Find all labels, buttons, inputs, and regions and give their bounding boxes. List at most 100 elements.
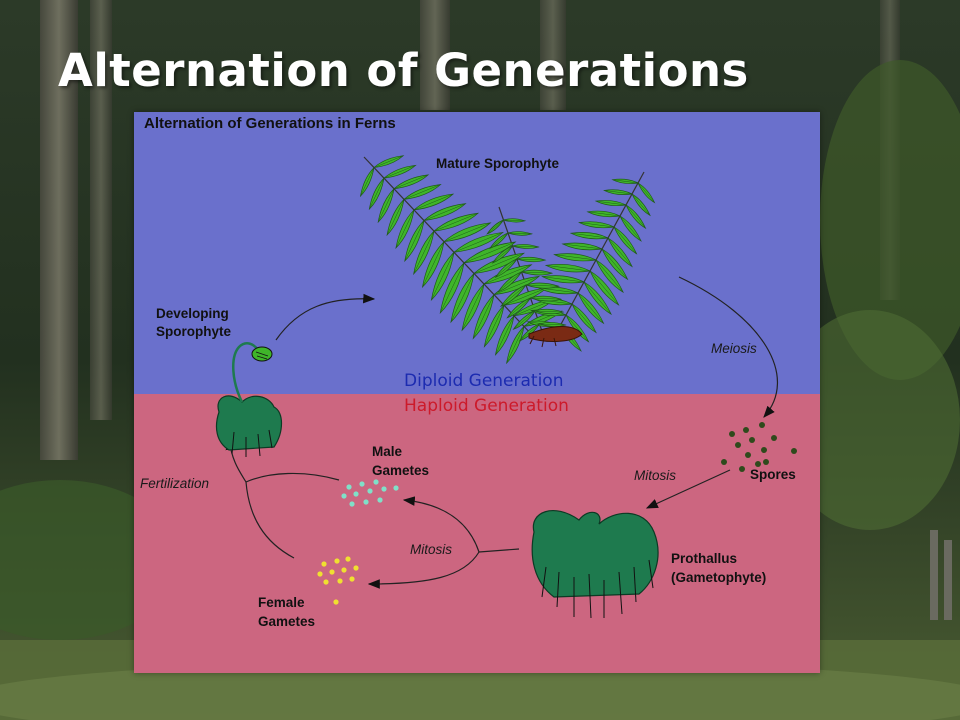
fern-leaflet-vein (545, 265, 591, 272)
fern-leaflet-vein (443, 222, 491, 242)
fern-leaflet-vein (489, 232, 509, 249)
fern-leaflet-vein (498, 271, 522, 292)
fern-leaflet-vein (450, 273, 475, 323)
spores-dots (721, 422, 797, 472)
female-gametes-label-line1: Female (258, 595, 305, 610)
fern-leaflet-vein (565, 314, 589, 342)
fern-leaflet-vein (571, 303, 597, 333)
fern-leaflet-vein (484, 305, 505, 347)
spores-label: Spores (750, 467, 796, 482)
fern-leaflet-vein (422, 241, 445, 288)
fern-leaflet-vein (486, 219, 504, 235)
fern-leaflet-vein (562, 243, 603, 250)
fern-leaflet-vein (513, 310, 536, 330)
fern-leaflet-vein (495, 315, 515, 356)
fern-leaflet-vein (431, 252, 455, 301)
fern-leaflet-vein (360, 167, 375, 197)
developing-sporophyte (215, 342, 283, 457)
fern-leaflet-vein (495, 258, 518, 278)
fern-leaflet-vein (492, 245, 513, 264)
male-gametes-label-line2: Gametes (372, 463, 429, 478)
mitosis-spores-label: Mitosis (634, 468, 676, 483)
mitosis-gametes-arrows (367, 496, 520, 589)
fern-leaflet-vein (512, 245, 539, 248)
fern-leaflet-vein (607, 237, 633, 267)
fern-life-cycle-diagram: Alternation of Generations in Ferns Dipl… (134, 112, 820, 673)
fern-leaflet-vein (413, 193, 454, 211)
fern-leaflet-vein (453, 232, 504, 253)
fern-leaflet-vein (404, 220, 425, 262)
slide-title: Alternation of Generations (58, 44, 749, 97)
prothallus-gametophyte (531, 510, 659, 619)
fern-leaflet-vein (579, 222, 615, 228)
fern-leaflet-vein (463, 241, 516, 264)
male-gametes-dots (341, 479, 399, 507)
mitosis-spores-arrow (645, 469, 731, 509)
fern-leaflet-vein (507, 297, 531, 318)
fern-leaflet-vein (472, 294, 495, 339)
fern-leaflet-vein (503, 219, 526, 222)
growth-arrow (275, 293, 376, 341)
fern-leaflet-vein (619, 215, 642, 242)
mature-sporophyte-label: Mature Sporophyte (436, 156, 560, 171)
female-gametes-dots (317, 556, 359, 605)
fern-leaflet-vein (507, 232, 532, 235)
fern-leaflet-vein (542, 276, 585, 283)
fern-leaflet-vein (538, 287, 579, 294)
fern-leaflet-vein (612, 179, 639, 184)
fern-leaflet-vein (587, 211, 621, 217)
fern-leaflet-vein (604, 190, 633, 195)
male-gametes-label-line1: Male (372, 444, 403, 459)
fern-leaflet-vein (433, 213, 479, 232)
meiosis-label: Meiosis (711, 341, 757, 356)
female-gametes-label-line2: Gametes (258, 614, 315, 629)
fern-leaflet-vein (383, 165, 416, 179)
fern-leaflet-vein (483, 264, 532, 285)
fern-leaflet-vein (525, 284, 559, 287)
fern-leaflet-vein (534, 310, 564, 313)
fern-leaflet-vein (625, 204, 646, 229)
prothallus-label-line1: Prothallus (671, 551, 737, 566)
fern-leaflet-vein (554, 254, 597, 261)
fern-leaflet-vein (500, 284, 527, 307)
fern-leaflet-vein (386, 199, 405, 236)
fern-leaflet-vein (393, 174, 429, 189)
fern-leaflet-vein (413, 231, 435, 275)
developing-sporophyte-label-line1: Developing (156, 306, 229, 321)
fern-leaflet-vein (439, 262, 465, 314)
fern-leaflet-vein (637, 182, 655, 203)
fern-leaflet-vein (570, 232, 609, 239)
prothallus-label-line2: (Gametophyte) (671, 570, 766, 585)
fern-leaflet-vein (369, 178, 385, 210)
fern-leaflet-vein (539, 323, 566, 326)
fern-leaflet-vein (373, 155, 404, 168)
fern-leaflet-vein (503, 287, 547, 306)
fern-leaflet-vein (577, 292, 604, 324)
fern-leaflet-vein (601, 248, 628, 280)
fern-leaflet-vein (473, 252, 525, 274)
fern-leaflet-vein (403, 184, 441, 200)
fern-leaflet-vein (631, 193, 651, 216)
fern-leaflet-vein (506, 326, 525, 364)
meiosis-arrow (678, 276, 779, 418)
haploid-generation-label: Haploid Generation (404, 396, 569, 416)
fern-leaflet-vein (519, 323, 540, 342)
fern-leaflet-vein (516, 258, 546, 261)
mitosis-gametes-label: Mitosis (410, 542, 452, 557)
fern-leaflet-vein (461, 283, 485, 331)
fern-leaflet-vein (521, 271, 553, 274)
diploid-generation-label: Diploid Generation (404, 371, 563, 391)
fern-leaflet-vein (423, 203, 466, 221)
diploid-zone (134, 112, 820, 394)
fern-leaflet-vein (377, 188, 395, 223)
fern-leaflet-vein (395, 209, 415, 249)
fertilization-label: Fertilization (140, 476, 209, 491)
fern-leaflet-vein (613, 226, 637, 254)
fern-leaflet-vein (583, 281, 612, 315)
fern-leaflet-vein (493, 276, 540, 295)
developing-sporophyte-label-line2: Sporophyte (156, 324, 231, 339)
mature-sporophyte-fern (359, 155, 656, 365)
diagram-title: Alternation of Generations in Ferns (144, 115, 396, 132)
fern-leaflet-vein (595, 259, 624, 293)
fern-leaflet-vein (589, 270, 619, 306)
